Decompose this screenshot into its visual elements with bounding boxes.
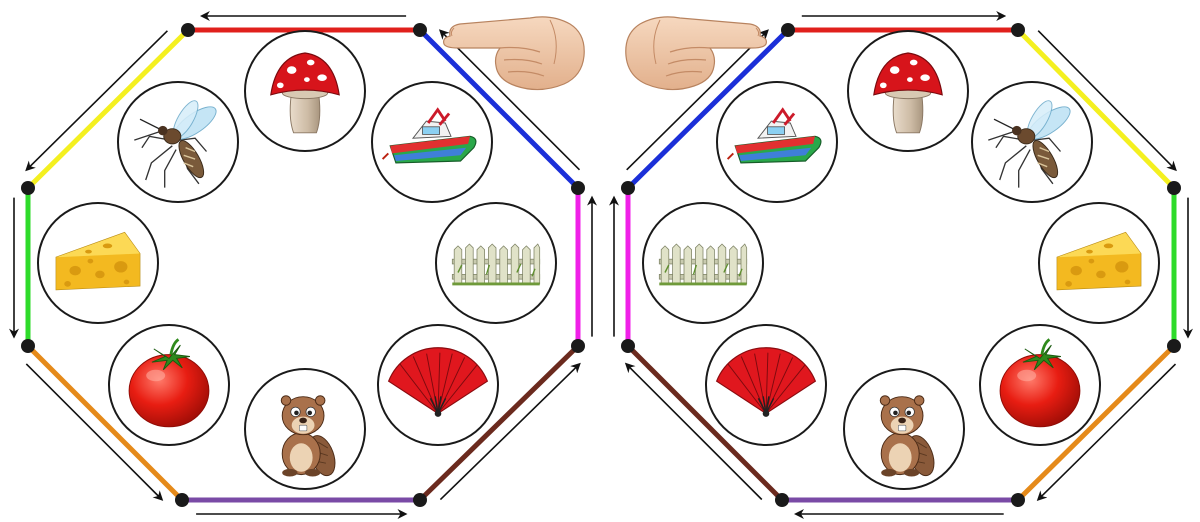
- right-octagon-panel: [614, 16, 1188, 514]
- vertex-dot: [21, 181, 35, 195]
- item-circle-tomato: [109, 325, 229, 445]
- item-circle-mushroom: [848, 31, 968, 151]
- vertex-dot: [181, 23, 195, 37]
- vertex-dot: [571, 339, 585, 353]
- vertex-dot: [21, 339, 35, 353]
- item-circle-mushroom: [245, 31, 365, 151]
- item-circle-cheese: [38, 203, 158, 323]
- vertex-dot: [571, 181, 585, 195]
- vertex-dot: [175, 493, 189, 507]
- vertex-dot: [1167, 339, 1181, 353]
- item-circle-mosquito: [118, 82, 238, 202]
- item-circle-beaver: [844, 369, 964, 489]
- vertex-dot: [621, 339, 635, 353]
- item-circle-fence: [436, 203, 556, 323]
- vertex-dot: [621, 181, 635, 195]
- vertex-dot: [1167, 181, 1181, 195]
- fence-icon: [659, 244, 746, 284]
- item-circle-mosquito: [972, 82, 1092, 202]
- vertex-dot: [781, 23, 795, 37]
- vertex-dot: [1011, 23, 1025, 37]
- item-circle-beaver: [245, 369, 365, 489]
- item-circle-fan: [378, 325, 498, 445]
- vertex-dot: [1011, 493, 1025, 507]
- vertex-dot: [775, 493, 789, 507]
- item-circle-boat: [717, 82, 837, 202]
- fence-icon: [452, 244, 539, 284]
- vertex-dot: [413, 493, 427, 507]
- vertex-dot: [413, 23, 427, 37]
- item-circle-tomato: [980, 325, 1100, 445]
- item-circle-fan: [706, 325, 826, 445]
- item-circle-boat: [372, 82, 492, 202]
- item-circle-cheese: [1039, 203, 1159, 323]
- left-octagon-panel: [14, 16, 592, 514]
- pointing-hand-icon: [444, 17, 585, 90]
- item-circle-fence: [643, 203, 763, 323]
